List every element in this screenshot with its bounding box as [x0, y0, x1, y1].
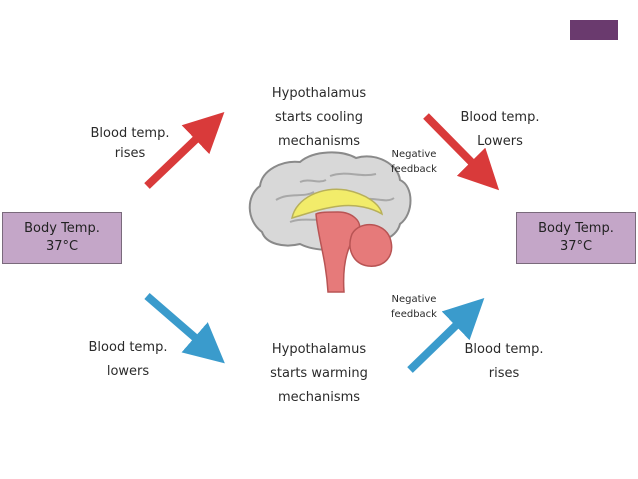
arrow-rises-to-cooling	[144, 112, 225, 189]
label-hypothalamus-warming: Hypothalamus starts warming mechanisms	[270, 342, 368, 405]
arrow-lowers-to-warming	[144, 292, 225, 364]
body-temp-value: 37°C	[559, 239, 593, 254]
body-temp-label: Body Temp.	[24, 221, 100, 236]
body-temp-label: Body Temp.	[538, 221, 614, 236]
label-negative-feedback-bottom: Negative feedback	[391, 294, 437, 320]
arrow-cooling-to-lowers	[423, 113, 500, 191]
body-temp-box-left: Body Temp. 37°C	[2, 212, 122, 264]
label-blood-temp-lowers-bottom: Blood temp. lowers	[88, 340, 168, 379]
brain-icon	[248, 151, 412, 293]
label-blood-temp-lowers-top: Blood temp. Lowers	[460, 110, 540, 149]
body-temp-value: 37°C	[45, 239, 79, 254]
arrow-warming-to-rises	[407, 297, 485, 373]
label-blood-temp-rises-top: Blood temp. rises	[90, 126, 170, 161]
accent-square	[570, 20, 618, 40]
label-hypothalamus-cooling: Hypothalamus starts cooling mechanisms	[271, 86, 367, 149]
label-negative-feedback-top: Negative feedback	[391, 149, 437, 175]
label-blood-temp-rises-bottom: Blood temp. rises	[464, 342, 544, 381]
body-temp-box-right: Body Temp. 37°C	[516, 212, 636, 264]
